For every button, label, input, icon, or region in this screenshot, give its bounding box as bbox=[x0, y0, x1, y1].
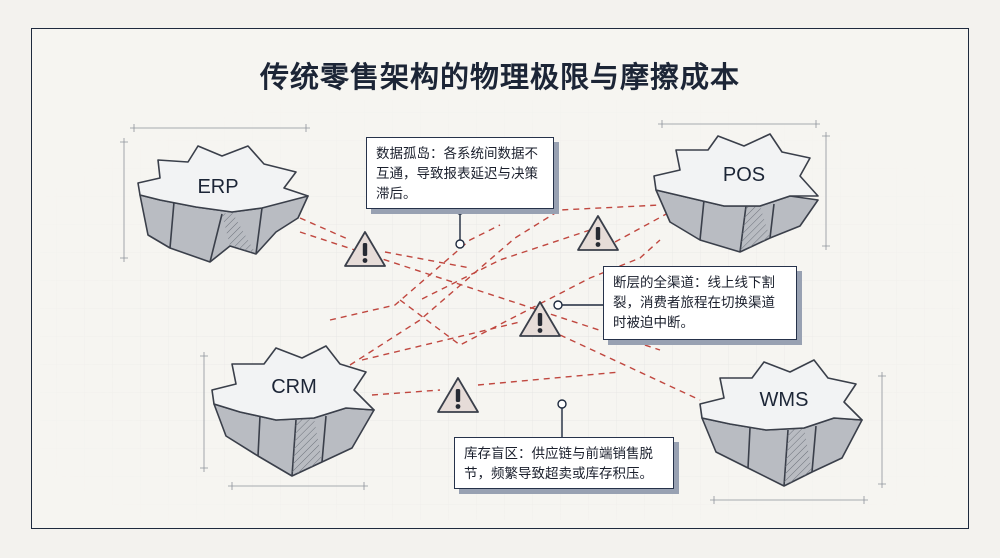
link-omni-wms bbox=[559, 334, 701, 401]
callout-omnichannel-line: 时被迫中断。 bbox=[613, 315, 694, 331]
broken-links bbox=[299, 204, 701, 401]
node-crm-label: CRM bbox=[271, 376, 317, 398]
link-crm-wms-b bbox=[477, 371, 621, 386]
node-crm: CRM bbox=[211, 345, 375, 477]
node-erp: ERP bbox=[137, 145, 309, 263]
callout-inventory-line: 库存盲区：供应链与前端销售脱 bbox=[464, 446, 653, 462]
callout-data-silo-line: 互通，导致报表延迟与决策 bbox=[376, 166, 538, 182]
page-title: 传统零售架构的物理极限与摩擦成本 bbox=[259, 60, 740, 94]
link-erp-warning bbox=[299, 217, 351, 241]
node-pos: POS bbox=[653, 133, 819, 253]
link-crm-pos-b bbox=[399, 239, 661, 346]
node-wms: WMS bbox=[699, 359, 863, 487]
callout-omnichannel: 断层的全渠道：线上线下割 裂，消费者旅程在切换渠道 时被迫中断。 bbox=[603, 266, 797, 340]
callout-data-silo-line: 滞后。 bbox=[376, 186, 417, 202]
node-pos-label: POS bbox=[723, 164, 765, 186]
dimension-guides bbox=[120, 120, 886, 504]
link-erp-pos-a bbox=[384, 251, 471, 269]
node-erp-label: ERP bbox=[197, 176, 238, 198]
link-crm-pos bbox=[349, 204, 661, 366]
callout-data-silo-line: 数据孤岛：各系统间数据不 bbox=[376, 146, 538, 162]
callout-data-silo: 数据孤岛：各系统间数据不 互通，导致报表延迟与决策 滞后。 bbox=[366, 137, 554, 209]
node-wms-label: WMS bbox=[760, 389, 809, 411]
callout-inventory-line: 节，频繁导致超卖或库存积压。 bbox=[464, 466, 653, 482]
callout-omnichannel-line: 裂，消费者旅程在切换渠道 bbox=[613, 295, 775, 311]
link-crm-warning bbox=[361, 321, 521, 361]
link-erp-wms bbox=[299, 231, 661, 351]
link-crm-wms-a bbox=[371, 389, 441, 396]
link-crm-silo bbox=[329, 224, 501, 321]
link-zigzag bbox=[419, 229, 591, 301]
callout-omnichannel-line: 断层的全渠道：线上线下割 bbox=[613, 275, 775, 291]
callout-inventory-blindspot: 库存盲区：供应链与前端销售脱 节，频繁导致超卖或库存积压。 bbox=[454, 437, 674, 489]
